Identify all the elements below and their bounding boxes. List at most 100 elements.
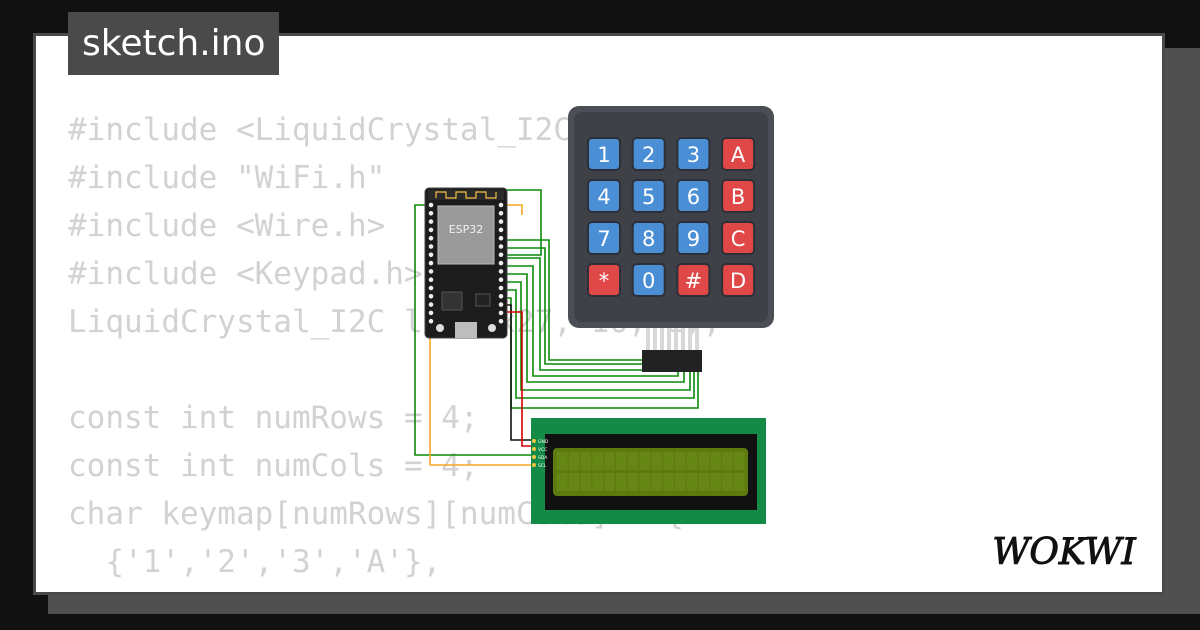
- esp32-pin[interactable]: [498, 294, 504, 299]
- esp32-pin[interactable]: [428, 202, 434, 208]
- keypad-key-A[interactable]: A: [721, 137, 756, 171]
- keypad-key-label: 2: [642, 143, 655, 167]
- keypad-key-*[interactable]: *: [587, 263, 621, 297]
- keypad-key-4[interactable]: 4: [587, 179, 621, 213]
- keypad-key-label: B: [731, 185, 745, 209]
- keypad-key-2[interactable]: 2: [631, 137, 666, 171]
- wire-red: [505, 311, 532, 447]
- esp32-board[interactable]: ESP32: [424, 187, 508, 339]
- lcd-pin[interactable]: [532, 455, 536, 459]
- wire-green: [505, 281, 691, 391]
- esp32-pin[interactable]: [428, 252, 434, 258]
- keypad-key-0[interactable]: 0: [631, 263, 666, 297]
- ribbon-strand: [653, 328, 657, 352]
- reset-button[interactable]: [488, 324, 496, 332]
- esp32-pin[interactable]: [498, 219, 504, 224]
- esp32-pin[interactable]: [498, 318, 504, 324]
- code-line: #include <Wire.h>: [68, 208, 386, 244]
- esp32-pin[interactable]: [498, 211, 504, 216]
- wire-green: [505, 265, 679, 377]
- lcd-cell: [580, 473, 592, 491]
- keypad-key-label: 7: [597, 227, 610, 251]
- lcd-cell: [734, 452, 745, 470]
- keypad-key-8[interactable]: 8: [631, 221, 666, 255]
- code-line: #include "WiFi.h": [68, 160, 386, 196]
- wires: [414, 189, 699, 466]
- boot-button[interactable]: [436, 324, 444, 332]
- esp32-pin[interactable]: [428, 318, 434, 324]
- keypad-key-label: 1: [597, 143, 610, 167]
- keypad-key-B[interactable]: B: [721, 179, 756, 213]
- keypad-key-label: 3: [687, 143, 700, 167]
- esp32-pin[interactable]: [428, 244, 434, 249]
- keypad-key-9[interactable]: 9: [676, 221, 711, 255]
- keypad-key-label: C: [731, 227, 746, 251]
- esp32-pin[interactable]: [498, 260, 504, 266]
- code-line: const int numCols = 4;: [68, 448, 479, 484]
- keypad-key-C[interactable]: C: [721, 221, 756, 255]
- esp32-pin[interactable]: [428, 235, 434, 241]
- esp32-pin[interactable]: [428, 269, 434, 274]
- lcd-cell: [722, 452, 733, 470]
- esp32-pin[interactable]: [498, 285, 504, 291]
- lcd-pin[interactable]: [532, 439, 536, 443]
- esp32-pin[interactable]: [428, 219, 434, 224]
- lcd-cell: [592, 452, 603, 470]
- lcd-cell: [722, 473, 733, 491]
- lcd-cell: [651, 473, 662, 491]
- ribbon-strand: [681, 328, 685, 352]
- lcd-cell: [734, 473, 745, 491]
- esp32-pin[interactable]: [498, 202, 504, 208]
- lcd-cell: [557, 452, 568, 470]
- esp32-pin[interactable]: [428, 294, 434, 299]
- keypad-key-D[interactable]: D: [721, 263, 756, 297]
- keypad-key-3[interactable]: 3: [676, 137, 711, 171]
- lcd-cell: [675, 452, 686, 470]
- esp32-pin[interactable]: [428, 310, 434, 316]
- lcd-cell: [557, 473, 568, 491]
- esp32-pins-right: [498, 202, 504, 324]
- lcd-pin[interactable]: [532, 463, 536, 467]
- esp32-label: ESP32: [449, 223, 484, 236]
- esp32-pin[interactable]: [498, 302, 504, 307]
- code-line: const int numRows = 4;: [68, 400, 479, 436]
- keypad-ribbon: [646, 328, 699, 352]
- lcd-pin-label: GND: [538, 439, 549, 445]
- keypad-key-label: D: [730, 269, 746, 293]
- keypad-key-1[interactable]: 1: [587, 137, 621, 171]
- esp32-pin[interactable]: [428, 277, 434, 283]
- ribbon-strand: [660, 328, 664, 352]
- lcd-cell: [663, 452, 674, 470]
- esp32-pin[interactable]: [428, 285, 434, 291]
- esp32-pin[interactable]: [498, 310, 504, 316]
- keypad-key-label: 4: [597, 185, 610, 209]
- lcd-pin[interactable]: [532, 447, 536, 451]
- keypad-connector: [642, 350, 702, 372]
- esp32-pin[interactable]: [498, 235, 504, 241]
- keypad-key-5[interactable]: 5: [631, 179, 666, 213]
- esp32-pin[interactable]: [428, 211, 434, 216]
- code-line: {'1','2','3','A'},: [68, 544, 442, 580]
- esp32-pin[interactable]: [498, 227, 504, 233]
- lcd-cell: [580, 452, 592, 470]
- esp32-pin[interactable]: [428, 227, 434, 233]
- esp32-pin[interactable]: [498, 277, 504, 283]
- lcd-cell: [616, 473, 627, 491]
- esp32-pin[interactable]: [498, 269, 504, 274]
- esp32-pin[interactable]: [498, 252, 504, 258]
- esp32-pin[interactable]: [428, 260, 434, 266]
- keypad-key-#[interactable]: #: [676, 263, 711, 297]
- lcd-cell: [639, 452, 651, 470]
- esp32-pin[interactable]: [498, 244, 504, 249]
- wire-black: [505, 304, 532, 441]
- wire-green: [414, 204, 532, 456]
- keypad-key-6[interactable]: 6: [676, 179, 711, 213]
- keypad-key-7[interactable]: 7: [587, 221, 621, 255]
- ribbon-strand: [695, 328, 699, 352]
- esp32-pin[interactable]: [428, 302, 434, 307]
- ribbon-strand: [646, 328, 650, 352]
